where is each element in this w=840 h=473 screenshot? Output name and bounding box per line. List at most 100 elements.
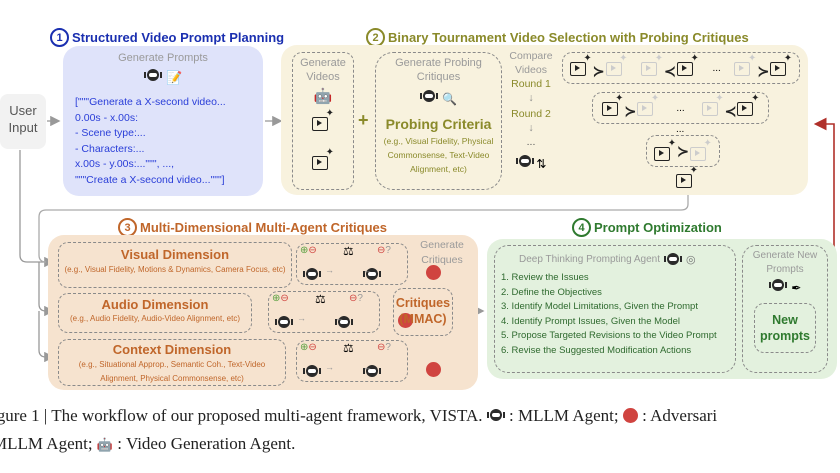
prompt-line: 0.00s - x.00s: xyxy=(75,111,139,124)
minus-circle-icon: ⊖ xyxy=(308,245,317,256)
probing-title-line2: Critiques xyxy=(416,71,461,83)
figure-caption: igure 1 | The workflow of our proposed m… xyxy=(0,402,717,459)
mllm-agent-icon xyxy=(419,90,438,103)
generate-new-line2: Prompts xyxy=(766,264,804,275)
stage1-number: 1 xyxy=(50,28,69,47)
mllm-agent-icon xyxy=(335,316,354,329)
caption-text: : MLLM Agent; xyxy=(509,406,623,425)
stage4-number: 4 xyxy=(572,218,591,237)
mllm-agent-icon xyxy=(664,253,683,266)
bracket-ellipsis: ... xyxy=(676,102,685,114)
compare-line2: Videos xyxy=(515,64,547,76)
video-icon: ✦ xyxy=(654,138,676,161)
stage3-panel xyxy=(48,235,478,390)
caption-text: igure 1 | The workflow of our proposed m… xyxy=(0,406,487,425)
video-icon: ✦ xyxy=(676,165,698,188)
optimization-step: 5. Propose Targeted Revisions to the Vid… xyxy=(501,330,717,341)
video-icon: ✦ xyxy=(637,93,659,116)
visual-dimension-title: Visual Dimension xyxy=(120,247,230,262)
tournament-final: ✦≻✦ xyxy=(646,135,720,167)
line-winner-to-critiques xyxy=(38,188,689,263)
minus-circle-icon: ⊖ xyxy=(280,293,289,304)
pen-icon: ✒ xyxy=(791,281,802,295)
plus-circle-icon: ⊕ xyxy=(272,293,281,304)
visual-dimension-desc: (e.g., Visual Fidelity, Motions & Dynami… xyxy=(64,265,286,274)
audio-agent-group: ⊕⊖ ⚖ ⊖? → ← xyxy=(268,291,413,333)
mllm-agent-icon xyxy=(363,365,382,378)
plus-sign: + xyxy=(358,110,369,130)
critiques-line2: (MMAC) xyxy=(399,312,447,326)
video-generation-agent-icon: 🤖 xyxy=(313,88,333,105)
arrow-to-context xyxy=(38,311,55,363)
mllm-agent-icon xyxy=(303,365,321,378)
user-input-label-line2: Input xyxy=(8,120,38,135)
arrow-to-audio xyxy=(38,262,55,317)
tournament-round1: ✦≻✦ ✦≺✦ ... ✦≻✦ xyxy=(562,52,800,84)
optimization-steps: 1. Review the Issues 2. Define the Objec… xyxy=(501,271,735,358)
video-icon: ✦ xyxy=(312,108,334,131)
plus-circle-icon: ⊕ xyxy=(300,245,309,256)
audio-dimension-box: Audio Dimension (e.g., Audio Fidelity, A… xyxy=(58,293,252,333)
generate-new-line1: Generate New xyxy=(752,250,818,261)
generate-new-prompts-box: Generate New Prompts ✒ New prompts xyxy=(742,245,828,373)
arrow-input-to-visual xyxy=(19,150,55,268)
brain-icon: ◎ xyxy=(686,254,696,266)
video-icon: ✦ xyxy=(770,53,792,76)
new-prompts-line2: prompts xyxy=(760,329,810,343)
judge-scale-icon: ⚖ xyxy=(315,292,326,306)
notepad-icon: 📝 xyxy=(166,70,183,85)
visual-dimension-box: Visual Dimension (e.g., Visual Fidelity,… xyxy=(58,242,292,288)
context-dimension-title: Context Dimension xyxy=(112,342,232,357)
user-input-label-line1: User xyxy=(9,103,37,118)
stage1-title-text: Structured Video Prompt Planning xyxy=(72,30,285,45)
deep-thinking-agent-title: Deep Thinking Prompting Agent xyxy=(519,254,661,265)
tournament-round2: ✦≻✦ ... ✦≺✦ xyxy=(592,92,769,124)
caption-text: : Adversari xyxy=(642,406,718,425)
round1-label: Round 1 xyxy=(511,78,551,90)
minus-circle-icon: ⊖ xyxy=(377,245,386,256)
video-icon: ✦ xyxy=(601,93,624,116)
stage3-title-text: Multi-Dimensional Multi-Agent Critiques xyxy=(140,220,387,235)
critiques-line1: Critiques xyxy=(395,296,451,310)
adversarial-agent-icon xyxy=(425,265,441,280)
probe-icon: ? xyxy=(385,245,391,256)
caption-text: MLLM Agent; xyxy=(0,434,97,453)
prompt-line: x.00s - y.00s:...""", ..., xyxy=(75,158,175,170)
critiques-mmac-box: Critiques (MMAC) xyxy=(393,288,453,336)
mllm-agent-icon xyxy=(515,155,534,168)
audio-dimension-desc: (e.g., Audio Fidelity, Audio-Video Align… xyxy=(69,314,241,323)
optimization-step: 4. Identify Prompt Issues, Given the Mod… xyxy=(501,315,681,327)
deep-thinking-agent-box: Deep Thinking Prompting Agent ◎ 1. Revie… xyxy=(494,245,736,373)
adversarial-agent-icon xyxy=(397,313,413,328)
video-icon: ✦ xyxy=(701,93,724,116)
swap-icon: ⇅ xyxy=(536,157,547,171)
video-icon: ✦ xyxy=(569,53,592,76)
probing-criteria-desc: Commonsense, Text-Video xyxy=(387,150,490,160)
generate-prompts-label: Generate Prompts xyxy=(118,52,208,64)
prompt-line: - Scene type:... xyxy=(75,127,146,139)
context-dimension-desc: (e.g., Situational Approp., Semantic Coh… xyxy=(78,360,266,369)
mllm-agent-icon xyxy=(363,268,382,281)
probe-icon: ? xyxy=(357,293,363,304)
minus-circle-icon: ⊖ xyxy=(308,342,317,353)
bracket-ellipsis: ... xyxy=(712,62,721,74)
generate-videos-line2: Videos xyxy=(306,71,340,83)
mllm-agent-icon xyxy=(303,268,321,281)
compare-line1: Compare xyxy=(509,50,553,62)
mllm-agent-icon xyxy=(275,316,293,329)
video-icon: ✦ xyxy=(312,147,334,170)
video-generation-agent-icon: 🤖 xyxy=(96,437,114,452)
stage1-panel: Generate Prompts 📝 ["""Generate a X-seco… xyxy=(63,46,263,196)
rounds-ellipsis: ... xyxy=(526,136,536,148)
video-icon: ✦ xyxy=(605,53,628,76)
visual-agent-group: ⊕⊖ ⚖ ⊖? → ← xyxy=(296,243,441,285)
stage2-panel xyxy=(281,45,808,195)
compare-videos-column: Compare Videos Round 1 ↓ Round 2 ↓ ... ⇅ xyxy=(509,50,553,171)
adversarial-agent-icon xyxy=(425,362,441,377)
stage1-title: 1 Structured Video Prompt Planning xyxy=(50,28,284,47)
prompt-line: - Characters:... xyxy=(75,142,145,155)
probe-icon: 🔍 xyxy=(442,92,458,106)
probing-criteria-desc: (e.g., Visual Fidelity, Physical xyxy=(383,136,494,146)
video-icon: ✦ xyxy=(641,53,663,76)
generate-critiques-line1: Generate xyxy=(420,239,464,251)
